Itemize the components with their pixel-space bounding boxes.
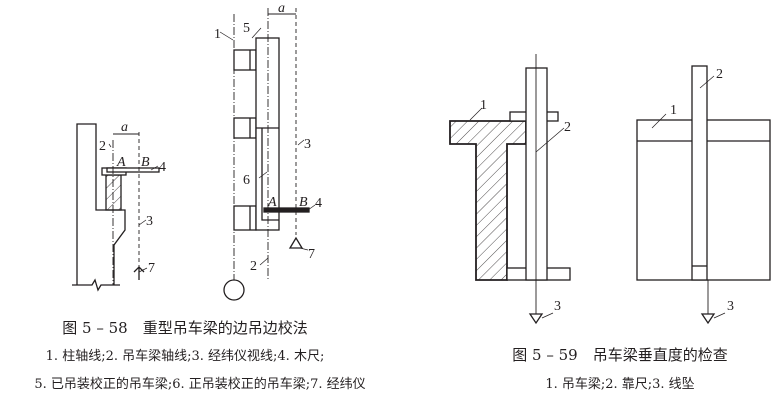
wood-ruler bbox=[106, 167, 160, 173]
label-1: 1 bbox=[214, 27, 221, 42]
label-3: 3 bbox=[304, 137, 311, 152]
plumb-bob-icon bbox=[700, 313, 716, 325]
figure-5-59-legend: 1. 吊车梁;2. 靠尺;3. 线坠 bbox=[545, 377, 695, 392]
label-5: 5 bbox=[243, 21, 250, 36]
theodolite-icon bbox=[133, 266, 145, 280]
label-7: 7 bbox=[148, 261, 155, 276]
label-4: 4 bbox=[159, 160, 166, 175]
label-3: 3 bbox=[146, 214, 153, 229]
label-6: 6 bbox=[243, 173, 250, 188]
guide-ruler bbox=[691, 65, 708, 281]
label-3: 3 bbox=[554, 299, 561, 314]
axis-bubble bbox=[223, 279, 245, 301]
label-4: 4 bbox=[315, 196, 322, 211]
label-a: a bbox=[278, 1, 285, 16]
label-2: 2 bbox=[716, 67, 723, 82]
label-B: B bbox=[141, 155, 150, 170]
label-a: a bbox=[121, 120, 128, 135]
fig58-plan-view bbox=[219, 8, 316, 301]
label-2: 2 bbox=[99, 139, 106, 154]
label-2: 2 bbox=[250, 259, 257, 274]
label-1: 1 bbox=[480, 98, 487, 113]
guide-ruler bbox=[525, 67, 548, 281]
figure-5-59-caption: 图 5 – 59 吊车梁垂直度的检查 bbox=[512, 346, 728, 364]
wood-ruler bbox=[263, 207, 310, 213]
fig59-elevation-view bbox=[636, 65, 771, 325]
fig58-side-view bbox=[72, 123, 160, 292]
theodolite-icon bbox=[288, 236, 304, 249]
ground-break-line bbox=[72, 278, 120, 292]
figure-5-58-legend-line1: 1. 柱轴线;2. 吊车梁轴线;3. 经纬仪视线;4. 木尺; bbox=[45, 349, 325, 364]
fig59-section-view bbox=[449, 54, 571, 325]
crane-beam-section bbox=[449, 120, 527, 281]
figure-5-58-legend-line2: 5. 已吊装校正的吊车梁;6. 正吊装校正的吊车梁;7. 经纬仪 bbox=[34, 377, 366, 392]
plumb-bob-icon bbox=[528, 313, 544, 325]
crane-beam-web bbox=[105, 174, 122, 211]
beam-6 bbox=[261, 128, 279, 221]
label-2: 2 bbox=[564, 120, 571, 135]
label-1: 1 bbox=[670, 103, 677, 118]
label-3: 3 bbox=[727, 299, 734, 314]
label-A: A bbox=[116, 155, 126, 170]
label-A: A bbox=[267, 195, 277, 210]
figure-5-58-caption: 图 5 – 58 重型吊车梁的边吊边校法 bbox=[62, 319, 308, 337]
label-B: B bbox=[299, 195, 308, 210]
label-7: 7 bbox=[308, 247, 315, 262]
